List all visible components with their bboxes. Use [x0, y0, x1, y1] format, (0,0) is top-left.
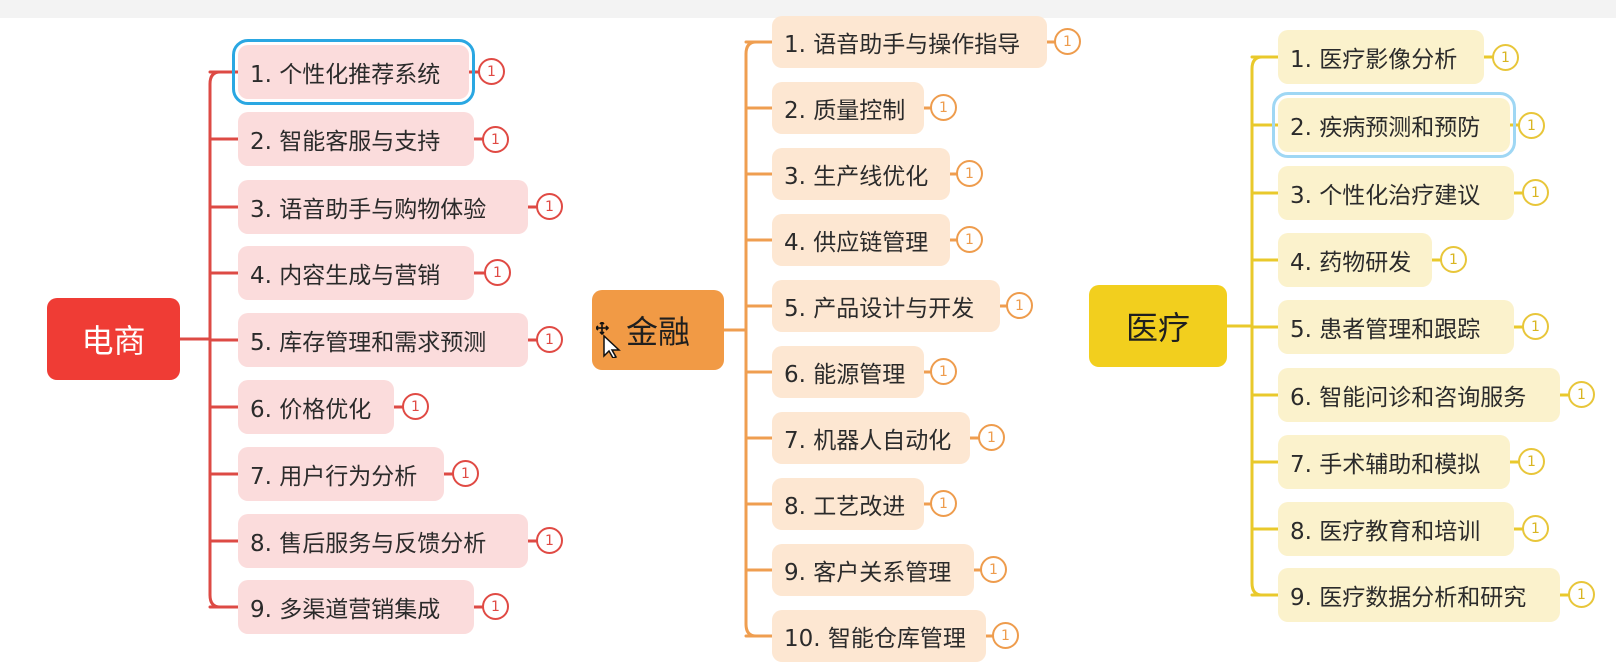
branch-ecommerce-5[interactable]: 5. 库存管理和需求预测: [238, 313, 528, 367]
branch-medical-4[interactable]: 4. 药物研发: [1278, 233, 1432, 287]
collapse-badge-ecommerce-6[interactable]: 1: [402, 393, 429, 420]
branch-finance-3[interactable]: 3. 生产线优化: [772, 148, 950, 200]
branch-ecommerce-2[interactable]: 2. 智能客服与支持: [238, 112, 474, 166]
root-node-ecommerce[interactable]: 电商: [47, 298, 180, 380]
branch-medical-3[interactable]: 3. 个性化治疗建议: [1278, 166, 1514, 220]
branch-finance-7[interactable]: 7. 机器人自动化: [772, 412, 970, 464]
branch-ecommerce-9[interactable]: 9. 多渠道营销集成: [238, 580, 474, 634]
finance-trunk: [744, 40, 758, 638]
branch-finance-4[interactable]: 4. 供应链管理: [772, 214, 950, 266]
collapse-badge-ecommerce-1[interactable]: 1: [478, 58, 505, 85]
branch-medical-9[interactable]: 9. 医疗数据分析和研究: [1278, 568, 1560, 622]
branch-finance-1[interactable]: 1. 语音助手与操作指导: [772, 16, 1047, 68]
collapse-badge-medical-5[interactable]: 1: [1522, 313, 1549, 340]
collapse-badge-medical-2[interactable]: 1: [1518, 112, 1545, 139]
branch-medical-6[interactable]: 6. 智能问诊和咨询服务: [1278, 368, 1560, 422]
branch-finance-5[interactable]: 5. 产品设计与开发: [772, 280, 1000, 332]
branch-medical-2[interactable]: 2. 疾病预测和预防: [1272, 92, 1516, 158]
branch-medical-7[interactable]: 7. 手术辅助和模拟: [1278, 435, 1510, 489]
collapse-badge-finance-9[interactable]: 1: [980, 556, 1007, 583]
branch-ecommerce-6[interactable]: 6. 价格优化: [238, 380, 394, 434]
branch-finance-9[interactable]: 9. 客户关系管理: [772, 544, 974, 596]
move-cursor-icon: [596, 322, 621, 358]
collapse-badge-finance-1[interactable]: 1: [1054, 28, 1081, 55]
collapse-badge-finance-2[interactable]: 1: [930, 94, 957, 121]
branch-ecommerce-7[interactable]: 7. 用户行为分析: [238, 447, 444, 501]
collapse-badge-finance-4[interactable]: 1: [956, 226, 983, 253]
collapse-badge-finance-8[interactable]: 1: [930, 490, 957, 517]
collapse-badge-ecommerce-9[interactable]: 1: [482, 593, 509, 620]
collapse-badge-ecommerce-4[interactable]: 1: [484, 259, 511, 286]
collapse-badge-ecommerce-8[interactable]: 1: [536, 527, 563, 554]
collapse-badge-medical-7[interactable]: 1: [1518, 448, 1545, 475]
collapse-badge-finance-6[interactable]: 1: [930, 358, 957, 385]
root-node-medical[interactable]: 医疗: [1089, 285, 1227, 367]
branch-medical-1[interactable]: 1. 医疗影像分析: [1278, 30, 1484, 84]
collapse-badge-medical-4[interactable]: 1: [1440, 246, 1467, 273]
branch-medical-5[interactable]: 5. 患者管理和跟踪: [1278, 300, 1514, 354]
collapse-badge-finance-7[interactable]: 1: [978, 424, 1005, 451]
branch-ecommerce-3[interactable]: 3. 语音助手与购物体验: [238, 180, 528, 234]
branch-ecommerce-8[interactable]: 8. 售后服务与反馈分析: [238, 514, 528, 568]
collapse-badge-ecommerce-5[interactable]: 1: [536, 326, 563, 353]
collapse-badge-medical-3[interactable]: 1: [1522, 179, 1549, 206]
branch-finance-2[interactable]: 2. 质量控制: [772, 82, 924, 134]
collapse-badge-finance-3[interactable]: 1: [956, 160, 983, 187]
collapse-badge-ecommerce-7[interactable]: 1: [452, 460, 479, 487]
branch-medical-8[interactable]: 8. 医疗教育和培训: [1278, 502, 1514, 556]
collapse-badge-medical-6[interactable]: 1: [1568, 381, 1595, 408]
branch-finance-8[interactable]: 8. 工艺改进: [772, 478, 924, 530]
branch-ecommerce-4[interactable]: 4. 内容生成与营销: [238, 246, 474, 300]
collapse-badge-medical-9[interactable]: 1: [1568, 581, 1595, 608]
collapse-badge-finance-10[interactable]: 1: [992, 622, 1019, 649]
collapse-badge-medical-1[interactable]: 1: [1492, 44, 1519, 71]
collapse-badge-finance-5[interactable]: 1: [1006, 292, 1033, 319]
branch-finance-10[interactable]: 10. 智能仓库管理: [772, 610, 986, 662]
branch-ecommerce-1[interactable]: 1. 个性化推荐系统: [232, 39, 475, 105]
collapse-badge-ecommerce-3[interactable]: 1: [536, 193, 563, 220]
collapse-badge-ecommerce-2[interactable]: 1: [482, 126, 509, 153]
collapse-badge-medical-8[interactable]: 1: [1522, 515, 1549, 542]
branch-finance-6[interactable]: 6. 能源管理: [772, 346, 924, 398]
top-toolbar-strip: [0, 0, 1616, 18]
